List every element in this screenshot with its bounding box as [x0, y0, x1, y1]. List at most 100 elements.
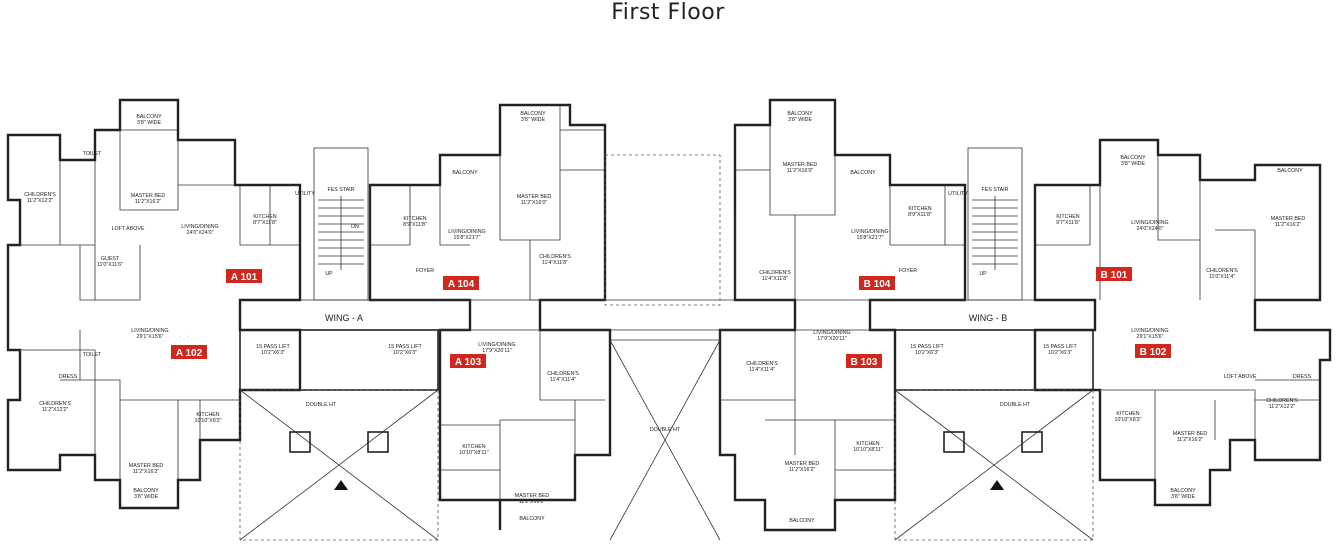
label-dim: 10'10"X8'3": [1115, 417, 1142, 423]
label-living-dining: LIVING/DINING: [1131, 328, 1168, 334]
label-dim: 8'9"X11'8": [908, 212, 932, 218]
label-dim: 11'0"X11'6": [97, 262, 123, 268]
label-kitchen: KITCHEN: [856, 441, 879, 447]
apartment-tags: A 101 A 102 A 103 A 104 B 101 B 102 B 10…: [171, 267, 1171, 368]
apartment-tag-a102: A 102: [171, 345, 207, 359]
label-living-dining: LIVING/DINING: [813, 330, 850, 336]
label-dim: 24'0"X24'0": [1137, 226, 1164, 232]
label-utility: UTILITY: [948, 191, 968, 197]
label-childrens: CHILDREN'S: [1266, 398, 1298, 404]
label-dim: 11'2"X16'2": [1177, 437, 1204, 443]
label-dim: 11'2"X12'2": [1269, 404, 1296, 410]
label-master-bed: MASTER BED: [1173, 431, 1208, 437]
apartment-tag-label: A 104: [448, 279, 475, 290]
core-wing-a: [239, 147, 439, 541]
label-master-bed: MASTER BED: [129, 463, 164, 469]
label-balcony: BALCONY: [133, 488, 159, 494]
label-lift-dim: 10'2"X6'3": [393, 350, 417, 356]
apartment-tag-a103: A 103: [450, 354, 486, 368]
apartment-tag-b101: B 101: [1096, 267, 1132, 281]
label-up: UP: [979, 271, 987, 277]
apartment-tag-label: A 101: [231, 272, 258, 283]
label-double-ht: DOUBLE HT: [1000, 402, 1031, 408]
label-dim: 11'2"X12'2": [27, 198, 54, 204]
interior-walls: [20, 105, 1320, 500]
label-toilet: TOILET: [83, 151, 102, 157]
label-balcony-dim: 3'8" WIDE: [134, 494, 159, 500]
label-balcony: BALCONY: [1120, 155, 1146, 161]
label-toilet: TOILET: [83, 352, 102, 358]
label-dim: 24'0"X24'0": [187, 230, 214, 236]
label-balcony-dim: 3'8" WIDE: [137, 120, 162, 126]
label-balcony: BALCONY: [787, 111, 813, 117]
label-dim: 11'4"X11'8": [762, 276, 788, 282]
apartment-tag-label: B 103: [851, 357, 878, 368]
label-dim: 15'8"X21'7": [454, 235, 481, 241]
label-dim: 11'2"X12'2": [42, 407, 69, 413]
label-living-dining: LIVING/DINING: [448, 229, 485, 235]
label-up: UP: [325, 271, 333, 277]
label-dim: 8'7"X11'8": [253, 220, 277, 226]
apartment-tag-b104: B 104: [859, 276, 895, 290]
apartment-tag-a104: A 104: [443, 276, 479, 290]
label-balcony-dim: 3'8" WIDE: [1171, 494, 1196, 500]
label-kitchen: KITCHEN: [462, 444, 485, 450]
label-dim: 29'1"X15'6": [1137, 334, 1164, 340]
wing-a-label: WING - A: [325, 313, 363, 323]
label-lift: 15 PASS LIFT: [910, 344, 944, 350]
label-living-dining: LIVING/DINING: [851, 229, 888, 235]
label-balcony: BALCONY: [519, 516, 545, 522]
apartment-tag-label: A 102: [176, 348, 203, 359]
label-utility: UTILITY: [295, 191, 315, 197]
label-kitchen: KITCHEN: [253, 214, 276, 220]
label-master-bed: MASTER BED: [517, 194, 552, 200]
label-balcony: BALCONY: [850, 170, 876, 176]
label-dim: 10'10"X8'11": [853, 447, 883, 453]
page-title: First Floor: [611, 0, 725, 25]
label-master-bed: MASTER BED: [785, 461, 820, 467]
label-lift-dim: 10'2"X6'3": [261, 350, 285, 356]
label-childrens: CHILDREN'S: [746, 361, 778, 367]
label-kitchen: KITCHEN: [1056, 214, 1079, 220]
label-living-dining: LIVING/DINING: [1131, 220, 1168, 226]
label-balcony: BALCONY: [452, 170, 478, 176]
label-dim: 10'10"X8'11": [459, 450, 489, 456]
label-master-bed: MASTER BED: [783, 162, 818, 168]
label-dim: 8'9"X11'8": [403, 222, 427, 228]
label-master-bed: MASTER BED: [1271, 216, 1306, 222]
label-balcony: BALCONY: [1170, 488, 1196, 494]
apartment-tag-label: A 103: [455, 357, 482, 368]
label-dim: 11'2"X16'2": [789, 467, 816, 473]
label-master-bed: MASTER BED: [131, 193, 166, 199]
label-dim: 11'4"X11'4": [749, 367, 775, 373]
label-dim: 17'9"X20'11": [482, 348, 512, 354]
label-dress: DRESS: [1293, 374, 1312, 380]
label-lift: 15 PASS LIFT: [388, 344, 422, 350]
label-dim: 11'2"X16'2": [1275, 222, 1302, 228]
wing-b-label: WING - B: [969, 313, 1008, 323]
label-dim: 15'8"X21'7": [857, 235, 884, 241]
label-kitchen: KITCHEN: [403, 216, 426, 222]
apartment-tag-b102: B 102: [1135, 344, 1171, 358]
label-dim: 11'2"X16'0": [787, 168, 814, 174]
label-balcony: BALCONY: [520, 111, 546, 117]
label-balcony-dim: 3'8" WIDE: [521, 117, 546, 123]
label-dim: 11'0"X11'4": [1209, 274, 1235, 280]
label-dim: 11'4"X11'8": [542, 260, 568, 266]
label-dim: 29'1"X15'6": [137, 334, 164, 340]
label-fes-stair: FES STAIR: [982, 187, 1009, 193]
label-lift-dim: 10'2"X6'3": [915, 350, 939, 356]
label-balcony: BALCONY: [136, 114, 162, 120]
label-dim: 11'2"X16'2": [135, 199, 162, 205]
core-wing-b: [894, 147, 1094, 541]
label-foyer: FOYER: [899, 268, 917, 274]
label-lift: 15 PASS LIFT: [1043, 344, 1077, 350]
apartment-tag-b103: B 103: [846, 354, 882, 368]
label-loft-above: LOFT ABOVE: [112, 226, 145, 232]
label-double-ht: DOUBLE HT: [306, 402, 337, 408]
label-dim: 9'7"X11'8": [1056, 220, 1080, 226]
apartment-tag-label: B 102: [1140, 347, 1167, 358]
label-lift: 15 PASS LIFT: [256, 344, 290, 350]
label-dim: 11'2"X16'2": [133, 469, 160, 475]
